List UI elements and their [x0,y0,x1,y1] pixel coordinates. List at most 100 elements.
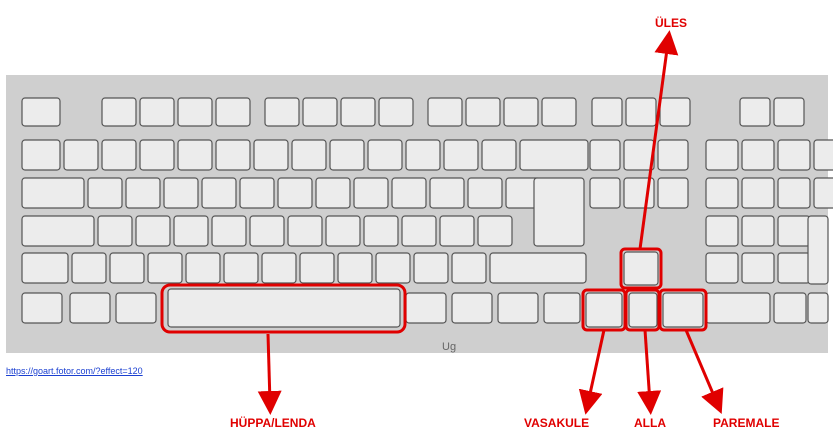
keyboard-key [777,215,811,247]
keyboard-key [139,97,175,127]
keyboard-key [340,97,376,127]
keyboard-key [585,292,623,328]
label-left: VASAKULE [524,416,590,430]
keyboard-key [353,177,389,209]
keyboard-key [101,139,137,171]
keyboard-key [813,139,833,171]
keyboard-key [451,292,493,324]
keyboard-key [173,215,209,247]
keyboard-key [741,252,775,284]
keyboard-key [239,177,275,209]
keyboard-key [443,139,479,171]
keyboard-key [21,252,69,284]
keyboard-key [329,139,365,171]
keyboard-key [741,177,775,209]
keyboard-key [315,177,351,209]
keyboard-key [429,177,465,209]
keyboard-key [21,97,61,127]
keyboard-key [503,97,539,127]
right-arrow [684,329,724,415]
keyboard-key [325,215,361,247]
keyboard-key [401,215,437,247]
keyboard-key [337,252,373,284]
keyboard-key [657,177,689,209]
keyboard-key [657,139,689,171]
keyboard-key [253,139,289,171]
keyboard-key [427,97,463,127]
keyboard-key [813,177,833,209]
keyboard-key [125,177,161,209]
keyboard-key [391,177,427,209]
keyboard-key [519,139,589,171]
keyboard-key [87,177,123,209]
keyboard-key [21,177,85,209]
keyboard-key [481,139,517,171]
keyboard-key [135,215,171,247]
keyboard-key [378,97,414,127]
source-link[interactable]: https://goart.fotor.com/?effect=120 [6,366,143,376]
keyboard-logo: Ug [442,341,456,353]
keyboard-key [705,215,739,247]
down-arrow [637,329,662,415]
keyboard-key [625,97,657,127]
keyboard-key [807,292,829,324]
keyboard-key [177,97,213,127]
keyboard-key [662,292,704,328]
keyboard-key [439,215,475,247]
space-arrow [257,333,282,415]
keyboard-key [163,177,199,209]
keyboard-key [405,292,447,324]
keyboard-key [201,177,237,209]
keyboard-key [497,292,539,324]
keyboard-key [21,292,63,324]
keyboard-key [465,97,501,127]
left-arrow [578,329,606,415]
keyboard-key [413,252,449,284]
keyboard-key [139,139,175,171]
keyboard-key [451,252,487,284]
keyboard-key [777,252,811,284]
keyboard-key [375,252,411,284]
keyboard-keys [21,97,833,328]
keyboard-key [167,288,401,328]
keyboard-key [589,177,621,209]
keyboard-key [741,139,775,171]
keyboard-key [367,139,403,171]
keyboard-key [109,252,145,284]
label-down: ALLA [634,416,666,430]
keyboard-key [477,215,513,247]
label-space: HÜPPA/LENDA [230,416,316,430]
keyboard-key [628,292,658,328]
keyboard-key [177,139,213,171]
keyboard-key [69,292,111,324]
keyboard-key [405,139,441,171]
keyboard-key [277,177,313,209]
keyboard-key [261,252,297,284]
label-right: PAREMALE [713,416,780,430]
keyboard-key [591,97,623,127]
keyboard-key [589,139,621,171]
keyboard-key [264,97,300,127]
keyboard-key [533,177,585,247]
keyboard-key [739,97,771,127]
keyboard-key [773,97,805,127]
label-up: ÜLES [655,16,688,30]
keyboard-key [223,252,259,284]
keyboard-key [97,215,133,247]
keyboard-key [705,177,739,209]
keyboard-key [705,252,739,284]
keyboard-key [777,177,811,209]
keyboard-key [115,292,157,324]
keyboard-key [211,215,247,247]
keyboard-key [489,252,587,284]
keyboard-key [705,292,771,324]
keyboard-key [773,292,807,324]
keyboard-key [291,139,327,171]
keyboard-key [71,252,107,284]
keyboard-key [777,139,811,171]
keyboard-key [21,139,61,171]
keyboard-key [215,139,251,171]
up-arrow [638,30,679,250]
keyboard-key [21,215,95,247]
